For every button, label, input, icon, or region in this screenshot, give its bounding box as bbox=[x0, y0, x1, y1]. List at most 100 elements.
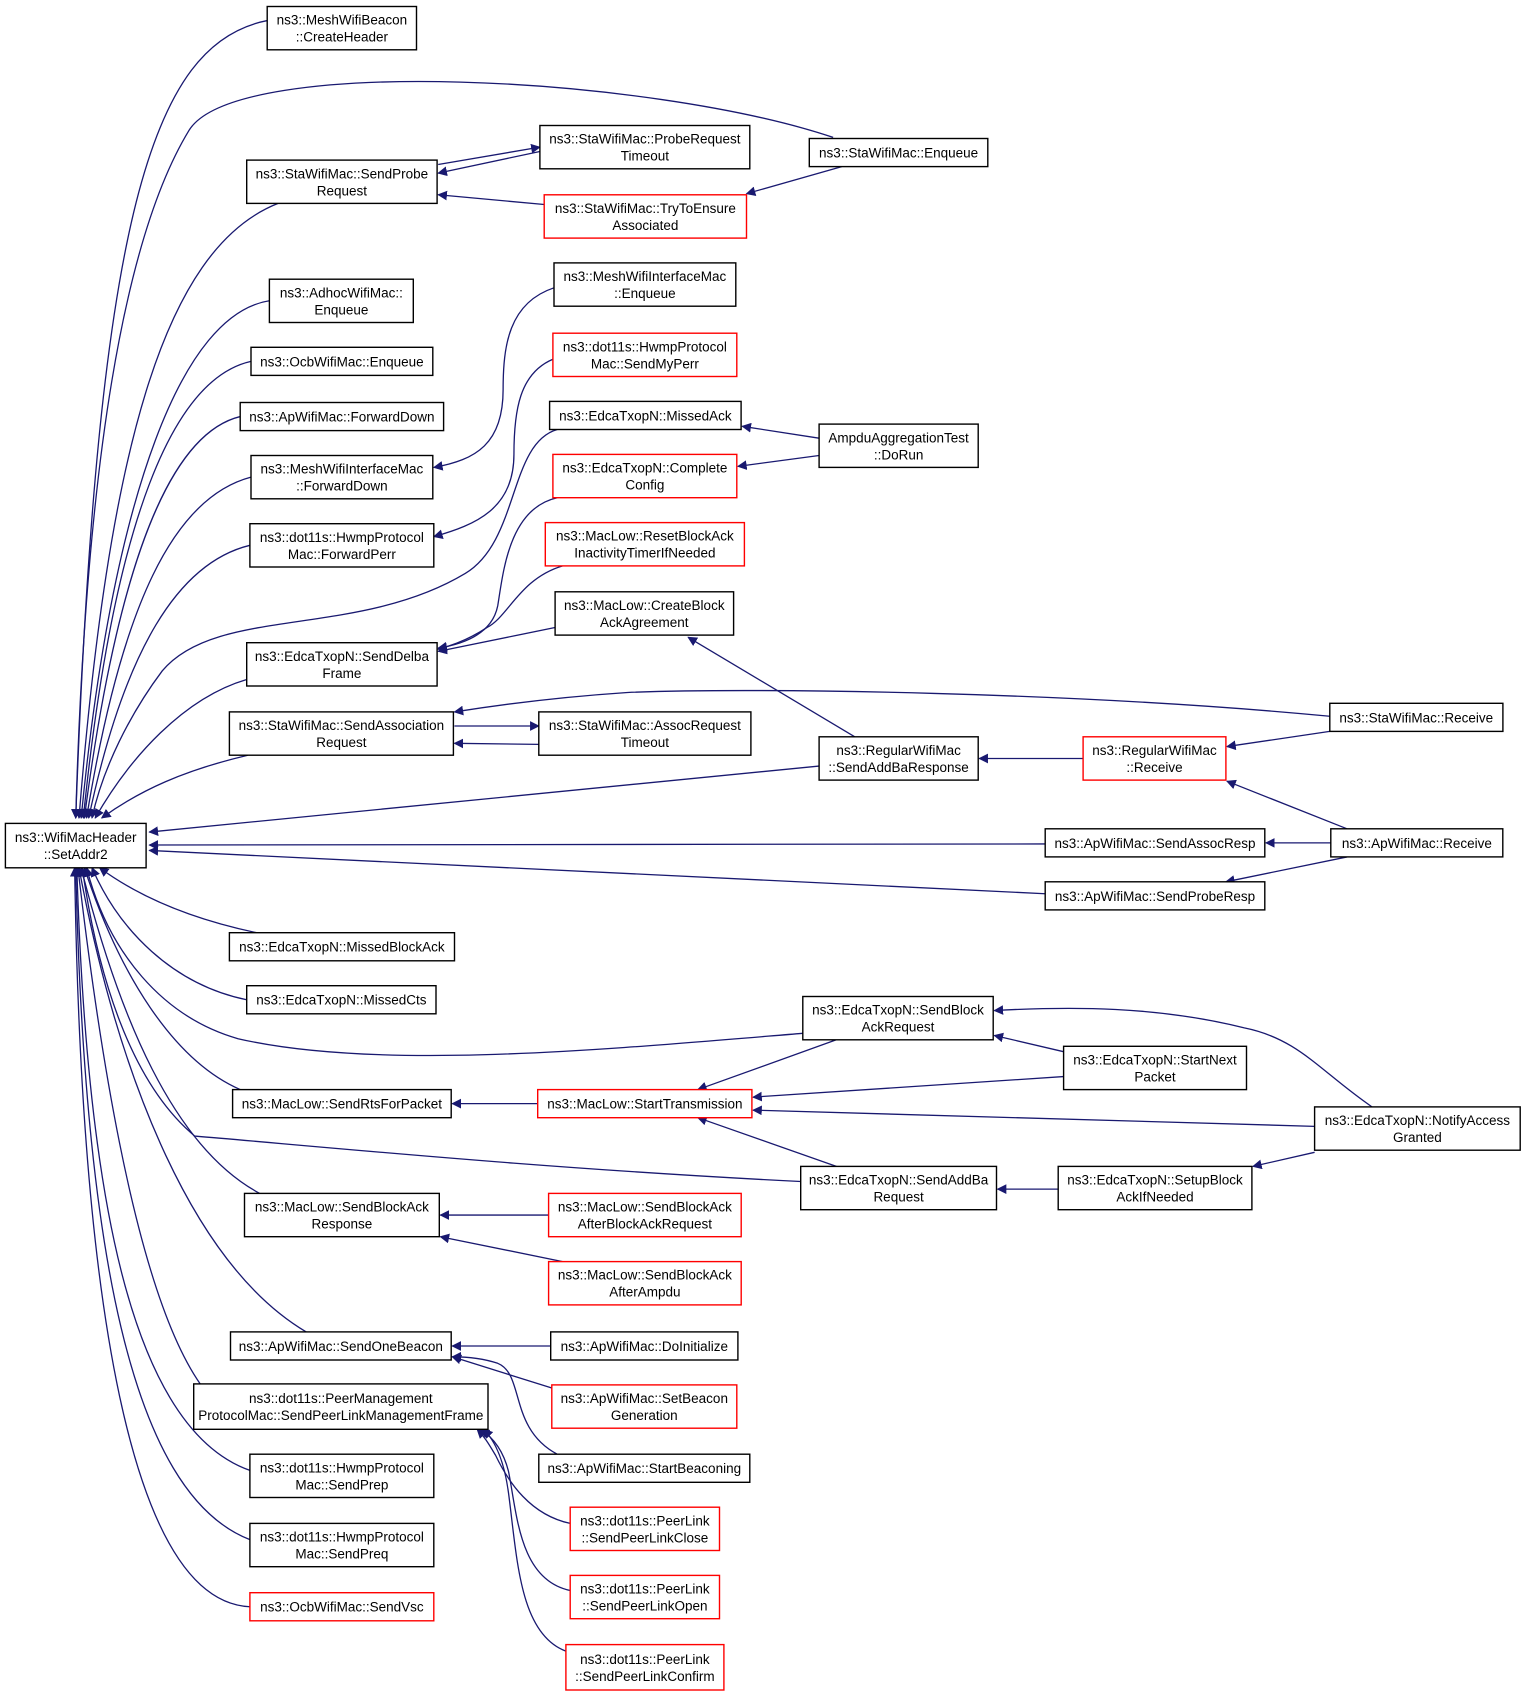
edge-sendrts-root bbox=[82, 866, 240, 1090]
node-ap-forwarddown[interactable]: ns3::ApWifiMac::ForwardDown bbox=[239, 401, 445, 432]
edge-stareceive-regreceive bbox=[1226, 731, 1330, 751]
node-box bbox=[249, 1453, 435, 1499]
node-pl-sendopen[interactable]: ns3::dot11s::PeerLink::SendPeerLinkOpen bbox=[569, 1574, 721, 1620]
node-ap-sendproberesp[interactable]: ns3::ApWifiMac::SendProbeResp bbox=[1044, 881, 1266, 911]
node-box bbox=[544, 521, 746, 567]
edge-apassocresp-root bbox=[148, 840, 1045, 850]
edge-ampdu-missedack bbox=[741, 422, 819, 438]
node-label-line: Request bbox=[873, 1190, 924, 1205]
edge-staenq-root bbox=[71, 82, 833, 819]
edge-hwmpmyperr-hwmpfwd bbox=[432, 359, 553, 539]
node-maclow-sendba-afterbar[interactable]: ns3::MacLow::SendBlockAckAfterBlockAckRe… bbox=[547, 1192, 742, 1238]
node-label-line: ns3::ApWifiMac::SendOneBeacon bbox=[239, 1339, 443, 1354]
node-sta-receive[interactable]: ns3::StaWifiMac::Receive bbox=[1329, 702, 1504, 733]
edge-apreceive-regreceive bbox=[1226, 779, 1347, 829]
node-adhoc-enqueue[interactable]: ns3::AdhocWifiMac::Enqueue bbox=[268, 278, 414, 324]
node-ap-startbeaconing[interactable]: ns3::ApWifiMac::StartBeaconing bbox=[538, 1453, 751, 1483]
node-label-line: ns3::StaWifiMac::TryToEnsure bbox=[555, 201, 736, 216]
node-maclow-resetba[interactable]: ns3::MacLow::ResetBlockAckInactivityTime… bbox=[544, 521, 746, 567]
edge-apfwd-root bbox=[80, 417, 240, 819]
node-box bbox=[554, 591, 735, 636]
node-box bbox=[538, 711, 752, 756]
node-sta-enqueue[interactable]: ns3::StaWifiMac::Enqueue bbox=[808, 137, 989, 168]
node-ap-receive[interactable]: ns3::ApWifiMac::Receive bbox=[1330, 828, 1504, 858]
node-label-line: ns3::StaWifiMac::SendProbe bbox=[256, 166, 429, 181]
node-edca-missedcts[interactable]: ns3::EdcaTxopN::MissedCts bbox=[245, 985, 437, 1015]
edge-startbeaconing-onebeacon bbox=[451, 1351, 557, 1454]
edge-onebeacon-root bbox=[75, 866, 306, 1332]
nodes-layer: ns3::WifiMacHeader::SetAddr2 ns3::MeshWif… bbox=[4, 5, 1521, 1691]
node-hwmp-forwardperr[interactable]: ns3::dot11s::HwmpProtocolMac::ForwardPer… bbox=[249, 523, 435, 568]
node-ap-sendassocresp[interactable]: ns3::ApWifiMac::SendAssocResp bbox=[1044, 828, 1266, 858]
node-box bbox=[231, 1088, 452, 1119]
node-pl-sendclose[interactable]: ns3::dot11s::PeerLink::SendPeerLinkClose bbox=[569, 1506, 721, 1552]
node-edca-missedack[interactable]: ns3::EdcaTxopN::MissedAck bbox=[548, 400, 742, 431]
node-label-line: ns3::dot11s::HwmpProtocol bbox=[260, 530, 424, 545]
node-label-line: ns3::StaWifiMac::Enqueue bbox=[819, 146, 978, 161]
node-edca-missedblockack[interactable]: ns3::EdcaTxopN::MissedBlockAck bbox=[228, 932, 456, 962]
node-box bbox=[268, 278, 414, 324]
node-box bbox=[266, 5, 418, 51]
edge-sendvsc-root bbox=[69, 866, 250, 1607]
node-label-line: ns3::MeshWifiInterfaceMac bbox=[260, 462, 423, 477]
node-root[interactable]: ns3::WifiMacHeader::SetAddr2 bbox=[4, 822, 147, 869]
node-box bbox=[1044, 828, 1266, 858]
node-box bbox=[548, 400, 742, 431]
node-ocb-sendvsc[interactable]: ns3::OcbWifiMac::SendVsc bbox=[249, 1591, 435, 1622]
node-ap-doinit[interactable]: ns3::ApWifiMac::DoInitialize bbox=[550, 1331, 739, 1361]
node-box bbox=[1329, 702, 1504, 733]
node-label-line: ns3::OcbWifiMac::Enqueue bbox=[260, 354, 424, 369]
node-label-line: ns3::dot11s::HwmpProtocol bbox=[260, 1530, 424, 1545]
node-maclow-sendrts[interactable]: ns3::MacLow::SendRtsForPacket bbox=[231, 1088, 452, 1119]
node-reg-receive[interactable]: ns3::RegularWifiMac::Receive bbox=[1082, 736, 1227, 781]
edge-sendassoc-root bbox=[100, 755, 248, 818]
node-box bbox=[1313, 1106, 1521, 1151]
node-label-line: Mac::SendPreq bbox=[295, 1547, 388, 1562]
node-box bbox=[543, 194, 748, 239]
edge-startnext-sendbar bbox=[993, 1032, 1063, 1051]
node-label-line: Granted bbox=[1393, 1130, 1442, 1145]
node-mwb-create[interactable]: ns3::MeshWifiBeacon::CreateHeader bbox=[266, 5, 418, 51]
node-label-line: ns3::StaWifiMac::SendAssociation bbox=[239, 718, 445, 733]
node-box bbox=[192, 1383, 489, 1431]
node-pl-sendconfirm[interactable]: ns3::dot11s::PeerLink::SendPeerLinkConfi… bbox=[565, 1643, 725, 1691]
node-reg-sendaddbaresp[interactable]: ns3::RegularWifiMac::SendAddBaResponse bbox=[818, 736, 979, 781]
node-label-line: ::SendPeerLinkOpen bbox=[582, 1599, 707, 1614]
node-mwim-enqueue[interactable]: ns3::MeshWifiInterfaceMac::Enqueue bbox=[553, 262, 737, 307]
node-box bbox=[1062, 1045, 1248, 1091]
node-pmp-sendplmf[interactable]: ns3::dot11s::PeerManagementProtocolMac::… bbox=[192, 1383, 489, 1431]
node-label-line: ns3::ApWifiMac::SendProbeResp bbox=[1055, 889, 1255, 904]
node-box bbox=[243, 1192, 441, 1238]
node-label-line: ns3::WifiMacHeader bbox=[15, 830, 137, 845]
node-ampdu-dorun[interactable]: AmpduAggregationTest::DoRun bbox=[818, 423, 979, 469]
node-label-line: InactivityTimerIfNeeded bbox=[574, 546, 715, 561]
node-ocb-enqueue[interactable]: ns3::OcbWifiMac::Enqueue bbox=[250, 346, 434, 377]
node-mwim-forwarddown[interactable]: ns3::MeshWifiInterfaceMac::ForwardDown bbox=[250, 454, 434, 500]
node-label-line: AckIfNeeded bbox=[1116, 1190, 1193, 1205]
node-label-line: ns3::ApWifiMac::ForwardDown bbox=[249, 410, 434, 425]
edge-notify-sendbar bbox=[993, 1005, 1372, 1107]
node-maclow-starttx[interactable]: ns3::MacLow::StartTransmission bbox=[537, 1088, 753, 1119]
node-label-line: ns3::EdcaTxopN::SendDelba bbox=[255, 649, 430, 664]
node-ap-sendonebeacon[interactable]: ns3::ApWifiMac::SendOneBeacon bbox=[229, 1331, 452, 1361]
node-label-line: ns3::ApWifiMac::StartBeaconing bbox=[548, 1461, 742, 1476]
